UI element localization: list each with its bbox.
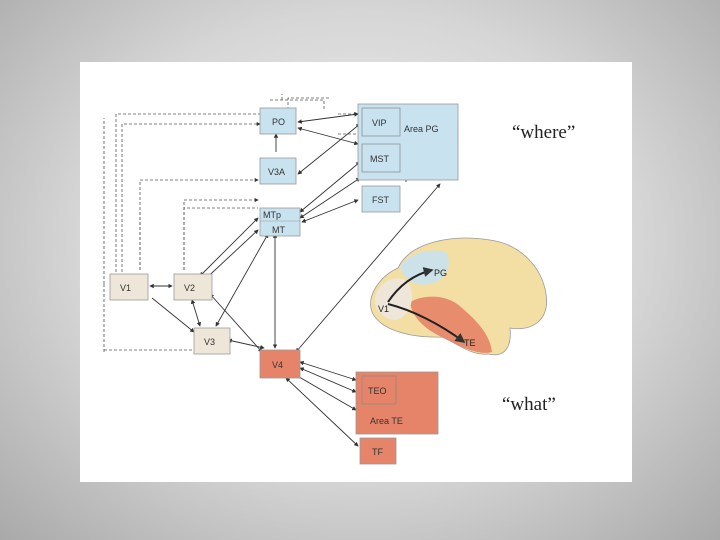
box-v4-label: V4	[272, 360, 283, 370]
box-tf-label: TF	[372, 447, 383, 457]
box-mtp-label: MTp	[263, 210, 281, 220]
box-v3: V3	[193, 327, 231, 355]
box-fst-label: FST	[372, 195, 390, 205]
box-v2-label: V2	[184, 283, 195, 293]
brain-label-v1: V1	[378, 304, 389, 314]
box-po: PO	[259, 107, 297, 135]
brain-label-pg: PG	[434, 268, 447, 278]
box-mt-label: MT	[272, 225, 285, 235]
box-v3a: V3A	[259, 157, 297, 185]
box-area-te: TEO Area TE	[355, 371, 439, 435]
box-vip-label: VIP	[372, 118, 387, 128]
slide: PG V1 TE	[80, 62, 632, 482]
box-v2: V2	[173, 273, 213, 301]
box-tf: TF	[359, 437, 397, 465]
box-v3a-label: V3A	[268, 167, 285, 177]
box-area-te-label: Area TE	[370, 416, 403, 426]
box-mst-label: MST	[370, 154, 390, 164]
box-area-pg: VIP MST Area PG	[357, 103, 459, 181]
box-fst: FST	[361, 185, 401, 213]
visual-pathways-diagram: PG V1 TE	[103, 94, 575, 465]
box-po-label: PO	[272, 117, 285, 127]
box-v1: V1	[109, 273, 149, 301]
brain-illustration: PG V1 TE	[370, 237, 547, 356]
brain-label-te: TE	[464, 338, 476, 348]
what-label: “what”	[502, 394, 556, 415]
box-area-pg-label: Area PG	[404, 124, 439, 134]
box-teo-label: TEO	[368, 386, 387, 396]
box-v4: V4	[259, 349, 301, 379]
dashed-connections	[103, 94, 359, 352]
box-mtp-mt: MTp MT	[259, 207, 301, 237]
box-v1-label: V1	[120, 283, 131, 293]
box-v3-label: V3	[204, 337, 215, 347]
where-label: “where”	[512, 122, 575, 143]
